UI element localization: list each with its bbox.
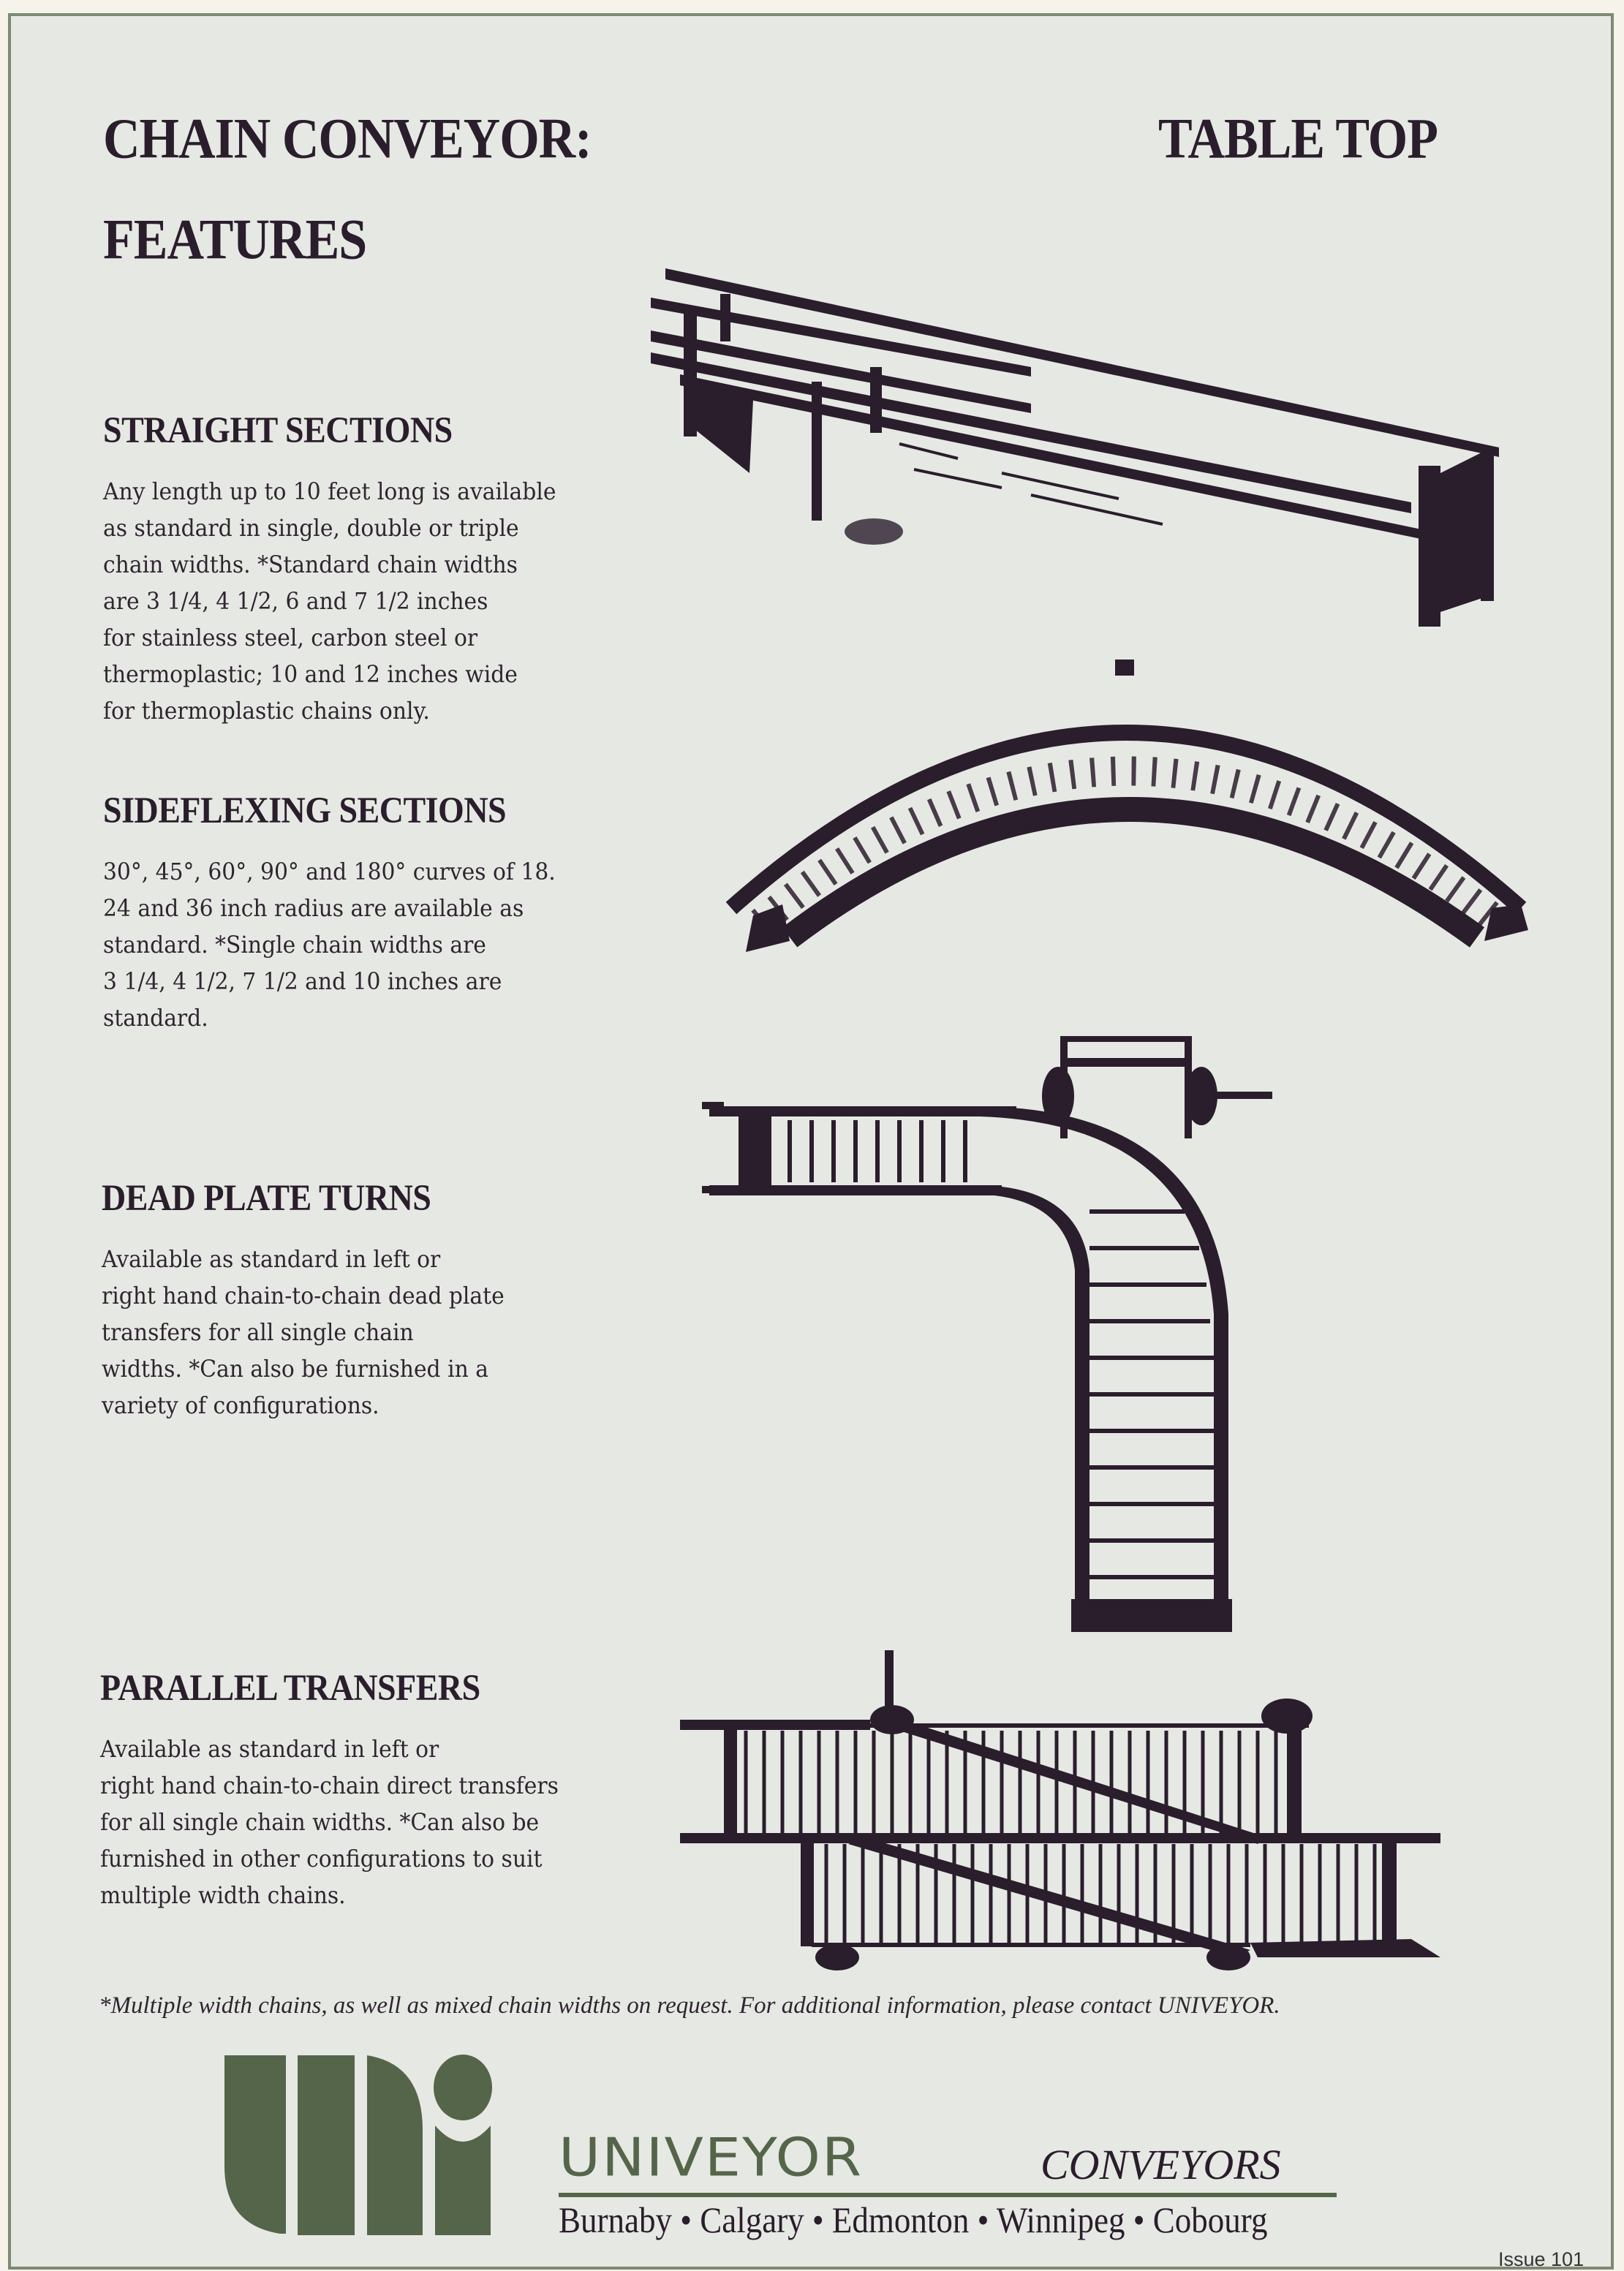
section-heading-parallel: PARALLEL TRANSFERS (100, 1667, 480, 1709)
text-line: Any length up to 10 feet long is availab… (103, 477, 556, 505)
text-line: right hand chain-to-chain direct transfe… (100, 1772, 559, 1799)
text-line: Available as standard in left or (102, 1245, 441, 1273)
category-title: TABLE TOP (1158, 107, 1438, 171)
section-heading-dead-plate: DEAD PLATE TURNS (102, 1177, 431, 1219)
section-heading-sideflexing: SIDEFLEXING SECTIONS (103, 790, 507, 831)
page-subtitle: FEATURES (103, 208, 367, 272)
text-line: Available as standard in left or (100, 1735, 439, 1763)
text-line: 30°, 45°, 60°, 90° and 180° curves of 18… (103, 858, 556, 885)
text-line: multiple width chains. (100, 1881, 346, 1909)
text-line: right hand chain-to-chain dead plate (102, 1282, 505, 1310)
parallel-transfer-illustration (680, 1650, 1455, 1972)
page-title: CHAIN CONVEYOR: (103, 107, 592, 171)
section-body-dead-plate: Available as standard in left or right h… (102, 1241, 535, 1424)
text-line: furnished in other configurations to sui… (100, 1845, 543, 1873)
text-line: standard. (103, 1004, 208, 1032)
brand-divider (559, 2193, 1337, 2197)
brand-name: UNIVEYOR (559, 2128, 864, 2188)
text-line: 3 1/4, 4 1/2, 7 1/2 and 10 inches are (103, 967, 502, 995)
text-line: for thermoplastic chains only. (103, 697, 430, 725)
office-locations: Burnaby • Calgary • Edmonton • Winnipeg … (559, 2199, 1268, 2240)
sideflexing-curve-illustration (702, 652, 1565, 974)
section-body-parallel: Available as standard in left or right h… (100, 1731, 593, 1913)
text-line: widths. *Can also be furnished in a (102, 1355, 488, 1383)
text-line: standard. *Single chain widths are (103, 931, 486, 959)
footnote: *Multiple width chains, as well as mixed… (99, 1992, 1280, 2019)
straight-conveyor-section-illustration (651, 261, 1557, 656)
text-line: chain widths. *Standard chain widths (103, 551, 518, 578)
text-line: variety of configurations. (102, 1391, 379, 1419)
univeyor-logo-icon (216, 2042, 523, 2240)
text-line: for stainless steel, carbon steel or (103, 624, 478, 651)
text-line: are 3 1/4, 4 1/2, 6 and 7 1/2 inches (103, 587, 488, 615)
text-line: as standard in single, double or triple (103, 514, 519, 542)
brochure-page: CHAIN CONVEYOR: FEATURES TABLE TOP STRAI… (8, 13, 1614, 2270)
section-body-sideflexing: 30°, 45°, 60°, 90° and 180° curves of 18… (103, 853, 589, 1036)
section-body-straight: Any length up to 10 feet long is availab… (103, 473, 590, 729)
text-line: thermoplastic; 10 and 12 inches wide (103, 660, 518, 688)
text-line: 24 and 36 inch radius are available as (103, 894, 524, 922)
dead-plate-turn-illustration (702, 1036, 1287, 1658)
brand-tagline: CONVEYORS (1041, 2141, 1281, 2188)
section-heading-straight: STRAIGHT SECTIONS (103, 409, 453, 451)
text-line: for all single chain widths. *Can also b… (100, 1808, 540, 1836)
issue-number: Issue 101 (1498, 2248, 1585, 2270)
text-line: transfers for all single chain (102, 1318, 414, 1346)
